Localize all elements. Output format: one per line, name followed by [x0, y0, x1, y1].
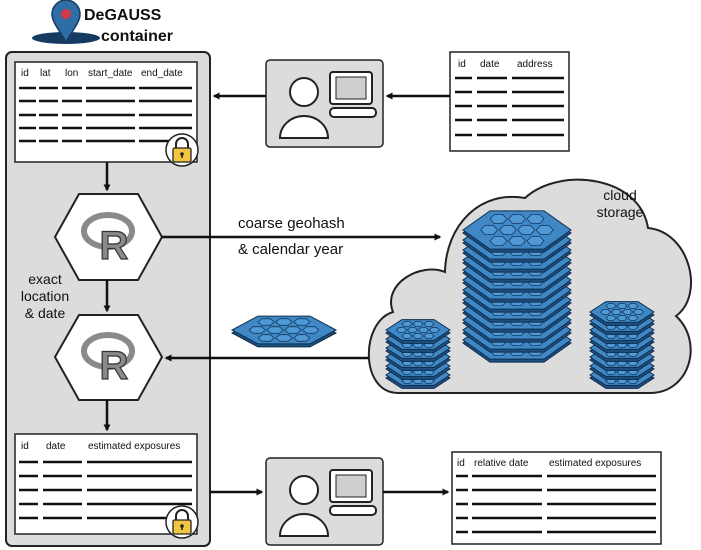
container-title: DeGAUSS — [84, 7, 162, 24]
request-label: & calendar year — [238, 241, 344, 258]
cloud-label: storage — [596, 204, 644, 220]
local-label: location — [20, 288, 70, 304]
hexagon-tile-layer — [230, 315, 338, 348]
hexagon-tile-stack-icon — [462, 210, 572, 363]
table-header: lat — [40, 68, 51, 79]
hexagon-tile-stack-icon — [230, 315, 338, 348]
table-header: id — [21, 441, 29, 452]
table-header: id — [457, 458, 465, 469]
hexagon-tile-layer — [385, 319, 451, 344]
svg-text:R: R — [100, 224, 129, 268]
local-label: & date — [24, 305, 66, 321]
final-table — [451, 451, 662, 545]
input-table — [449, 51, 570, 152]
user-computer-icon — [265, 457, 384, 546]
user-computer-icon — [265, 59, 384, 148]
table-header: relative date — [474, 458, 529, 469]
hexagon-tile-layer — [589, 301, 655, 326]
lock-icon — [165, 133, 199, 167]
table-header: end_date — [141, 68, 183, 79]
table-header: id — [458, 59, 466, 70]
table-header: id — [21, 68, 29, 79]
lock-icon — [165, 505, 199, 539]
table-header: lon — [65, 68, 79, 79]
r-logo-icon: R — [53, 314, 164, 401]
table-header: estimated exposures — [549, 458, 642, 469]
table-header: date — [46, 441, 66, 452]
hexagon-tile-stack-icon — [385, 319, 451, 389]
local-label: exact — [28, 271, 62, 287]
cloud-label: cloud — [603, 187, 637, 203]
request-label: coarse geohash — [238, 215, 345, 232]
r-logo-icon: R — [53, 193, 164, 281]
hexagon-tile-layer — [462, 210, 572, 253]
container-subtitle: container — [101, 28, 174, 45]
map-pin-icon — [32, 0, 100, 44]
table-header: date — [480, 59, 500, 70]
table-header: estimated exposures — [88, 441, 181, 452]
hexagon-tile-stack-icon — [589, 301, 655, 389]
table-header: address — [517, 59, 553, 70]
svg-text:R: R — [100, 344, 129, 388]
table-header: start_date — [88, 68, 133, 79]
